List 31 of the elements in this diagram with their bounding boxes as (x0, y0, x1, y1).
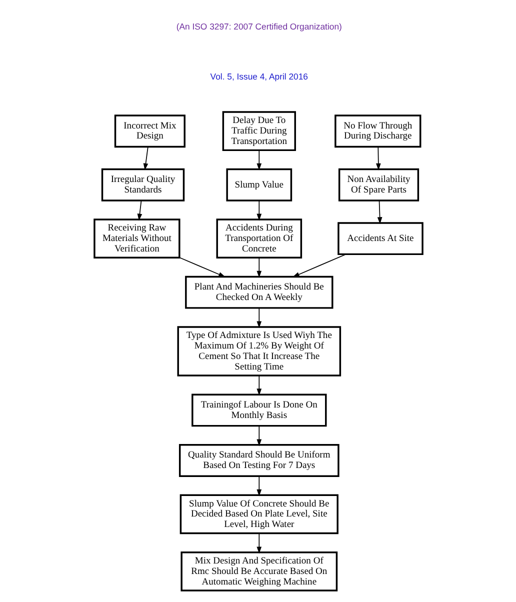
node-box: Slump Value Of Concrete Should Be Decided Based On Plate Level, Site Level, High Water (179, 494, 338, 534)
arrow (376, 200, 382, 224)
arrow (142, 146, 148, 170)
node-box: Mix Design And Specification Of Rmc Should Be Accurate Based On Automatic Weighing Machine (180, 552, 338, 592)
label: Vol. 5, Issue 4, April 2016 (210, 72, 308, 82)
node-box: Quality Standard Should Be Uniform Based On Testing For 7 Days (178, 444, 339, 477)
node-box: Receiving Raw Materials Without Verification (93, 218, 180, 259)
node-box: Plant And Machineries Should Be Checked On A Weekly (184, 276, 333, 309)
node-box: Non Availability Of Spare Parts (338, 168, 419, 202)
arrow (256, 476, 262, 496)
arrow (256, 150, 262, 170)
arrow (178, 257, 226, 278)
arrow (256, 308, 262, 328)
arrow (136, 200, 142, 221)
label: (An ISO 3297: 2007 Certified Organization) (176, 21, 342, 32)
arrow (256, 375, 262, 396)
arrow (256, 258, 262, 278)
node-box: Type Of Admixture Is Used Wiyh The Maximum Of 1.2% By Weight Of Cement So That It Increase The Setting Time (176, 326, 341, 376)
node-box: No Flow Through During Discharge (334, 114, 421, 148)
node-box: Irregular Quality Standards (100, 168, 184, 202)
node-box: Delay Due To Traffic During Transportation (222, 111, 296, 152)
arrow (256, 533, 262, 554)
arrow (256, 200, 262, 221)
arrow (292, 254, 346, 278)
arrow (375, 146, 380, 170)
arrow (256, 425, 262, 446)
node-box: Trainingof Labour Is Done On Monthly Basis (191, 394, 326, 427)
node-box: Accidents At Site (337, 222, 423, 256)
node-box: Incorrect Mix Design (114, 114, 185, 148)
node-box: Accidents During Transportation Of Concrete (216, 218, 302, 259)
node-box: Slump Value (226, 168, 292, 202)
